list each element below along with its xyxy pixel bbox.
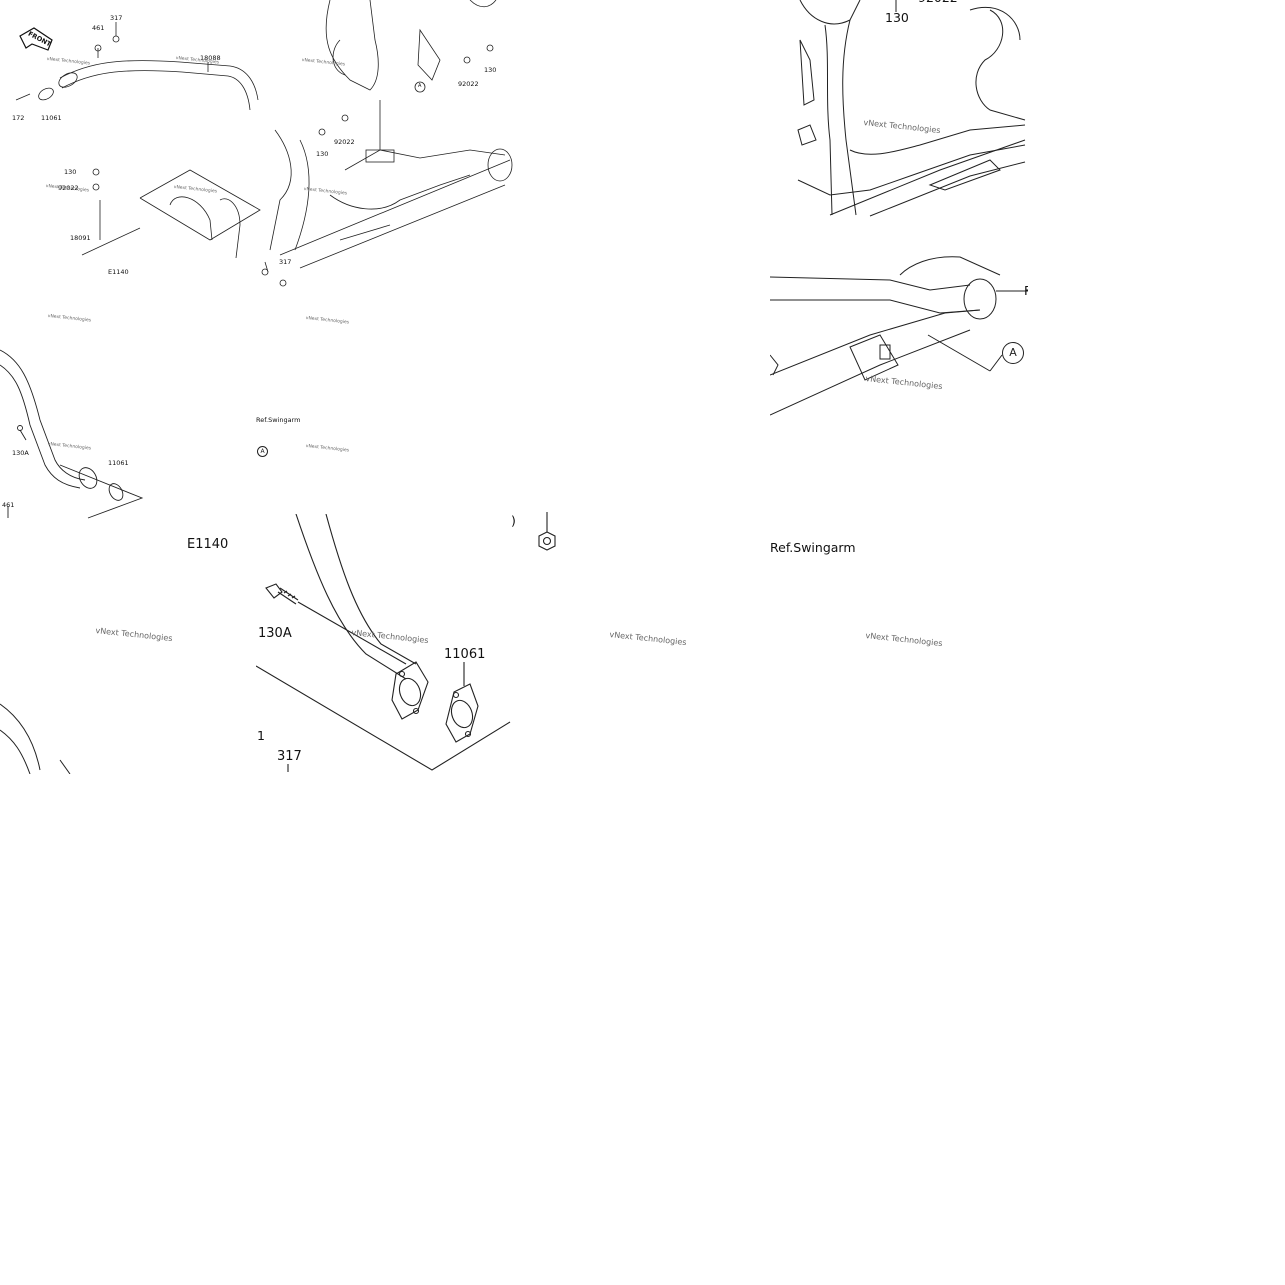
marker-a: A: [1002, 342, 1024, 364]
part-label: 92022: [458, 80, 479, 88]
part-label: 172: [12, 114, 25, 122]
watermark: vNext Technologies: [95, 626, 173, 644]
flange-zoom: 130A 11061 317 1: [256, 514, 514, 774]
part-label: 130A: [258, 626, 292, 641]
part-label: 130: [316, 150, 329, 158]
part-label: 1: [257, 728, 265, 743]
overview-drawing: [15, 0, 513, 287]
frame-fragment-drawing: [0, 703, 71, 774]
part-label: 92022: [58, 184, 79, 192]
part-label: 130: [64, 168, 77, 176]
watermark: vNext Technologies: [865, 631, 943, 649]
swingarm-zoom-drawing: [770, 256, 1028, 416]
watermark: vNext Technologies: [47, 314, 92, 324]
part-label: 18091: [70, 234, 91, 242]
part-label: E1140: [108, 268, 129, 276]
marker-a-label: A: [418, 83, 422, 89]
part-label: 11061: [41, 114, 62, 122]
edge-label: ): [511, 513, 516, 528]
part-label: 461: [92, 24, 105, 32]
marker-a-label: A: [260, 448, 265, 455]
muffler-zoom: 130 92022: [770, 0, 1028, 228]
part-label: 11061: [108, 459, 129, 467]
nut-zoom: ): [505, 512, 565, 554]
part-label: 317: [279, 258, 292, 266]
part-label: 130: [484, 66, 497, 74]
nut-icon: [538, 531, 556, 551]
part-label: 18088: [200, 54, 221, 62]
part-label: 92022: [918, 0, 958, 5]
marker-a: A: [257, 446, 268, 457]
ref-swingarm-label: Ref.Swingarm: [770, 540, 856, 555]
ref-swingarm-label: Ref.Swingarm: [256, 416, 301, 424]
part-label: 317: [110, 14, 123, 22]
watermark: vNext Technologies: [305, 444, 350, 454]
flange-zoom-drawing: [256, 514, 511, 772]
marker-a-label: A: [1009, 346, 1017, 359]
pipe-detail: 130A 11061 461: [0, 340, 150, 520]
part-label: 92022: [334, 138, 355, 146]
pipe-detail-drawing: [0, 349, 144, 519]
watermark: vNext Technologies: [305, 316, 350, 326]
watermark: vNext Technologies: [609, 630, 687, 648]
part-label: 130A: [12, 449, 29, 457]
edge-label: F: [1024, 283, 1028, 298]
overview-diagram: FRONT 461 317 18088 172 11061 130 92022 …: [0, 0, 520, 300]
part-label: 461: [2, 501, 15, 509]
part-label: 317: [277, 749, 302, 764]
bolt-icon: [265, 583, 299, 605]
frame-fragment: [0, 690, 80, 774]
diagram-code: E1140: [187, 537, 229, 552]
swingarm-zoom: F A: [770, 255, 1028, 445]
part-label: 11061: [444, 647, 486, 662]
front-arrow-icon: [19, 27, 53, 51]
muffler-zoom-drawing: [797, 0, 1026, 217]
nut-zoom-drawing: [538, 512, 556, 551]
part-label: 130: [885, 10, 909, 25]
